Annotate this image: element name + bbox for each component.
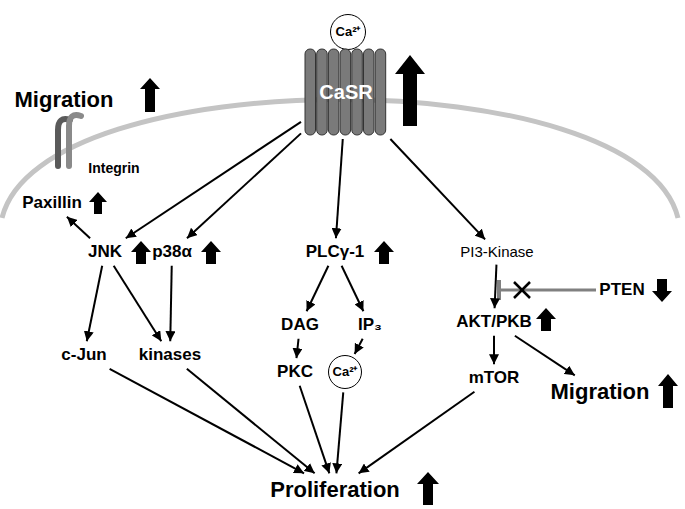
up-arrow <box>201 241 221 264</box>
signal-arrow <box>342 266 364 311</box>
kinase-label: p38α <box>149 241 195 263</box>
signal-arrow <box>170 266 171 341</box>
kinase-label: mTOR <box>466 367 523 389</box>
kinase-label: kinases <box>136 344 204 366</box>
node-text: Paxillin <box>22 193 82 213</box>
integrin-chain <box>69 115 81 166</box>
phosphatase-label: PTEN <box>596 279 647 301</box>
signal-arrow <box>307 266 329 311</box>
kinase-label: AKT/PKB <box>453 311 535 333</box>
protein-label: Paxillin <box>19 192 85 214</box>
messenger-label: IP₃ <box>355 314 385 336</box>
protein-label: Integrin <box>85 159 142 177</box>
node-text: kinases <box>139 345 201 365</box>
outcome-label: Migration <box>548 378 653 405</box>
receptor: CaSR <box>304 48 388 136</box>
node-text: Integrin <box>88 160 139 176</box>
signal-arrow <box>355 339 363 354</box>
up-arrow <box>658 374 678 408</box>
node-text: c-Jun <box>61 345 106 365</box>
signal-arrow <box>515 336 575 376</box>
signal-arrow <box>114 266 162 341</box>
ion-circle: Ca²⁺ <box>328 355 363 390</box>
node-text: Proliferation <box>270 477 400 502</box>
outcome-label: Proliferation <box>267 476 403 503</box>
ion-circle: Ca²⁺ <box>330 14 366 50</box>
node-text: mTOR <box>469 368 520 388</box>
signal-arrow <box>390 139 485 239</box>
signal-arrow <box>187 133 301 238</box>
enzyme-label: PLCγ-1 <box>303 241 368 263</box>
factor-label: c-Jun <box>58 344 109 366</box>
signal-arrow <box>296 339 298 358</box>
outcome-label: Migration <box>12 86 117 113</box>
cross-mark <box>514 282 530 298</box>
up-arrow <box>374 241 394 264</box>
up-arrow <box>89 192 107 214</box>
node-text: JNK <box>88 242 122 262</box>
transmembrane-helix <box>305 49 316 135</box>
signal-arrow <box>87 266 102 341</box>
kinase-label: PI3-Kinase <box>457 242 536 261</box>
signal-arrow <box>495 265 497 309</box>
signal-arrow <box>493 336 495 364</box>
node-text: IP₃ <box>358 315 382 335</box>
signal-arrow <box>126 122 301 238</box>
transmembrane-helix <box>375 49 386 135</box>
signal-arrow <box>67 217 90 238</box>
up-arrow <box>395 55 425 126</box>
kinase-label: PKC <box>274 361 316 383</box>
down-arrow <box>652 279 672 302</box>
node-text: p38α <box>152 242 192 262</box>
node-text: PTEN <box>599 280 644 300</box>
inhibition-symbol <box>499 280 596 300</box>
up-arrow <box>140 78 160 112</box>
up-arrow <box>417 472 439 505</box>
up-arrow <box>131 241 151 264</box>
messenger-label: DAG <box>278 314 322 336</box>
kinase-label: JNK <box>85 241 125 263</box>
node-text: AKT/PKB <box>456 312 532 332</box>
up-arrow <box>536 308 556 331</box>
node-text: PI3-Kinase <box>460 243 533 260</box>
node-text: PLCγ-1 <box>306 242 365 262</box>
node-text: Migration <box>551 379 650 404</box>
inhibition-line <box>499 289 596 292</box>
signal-arrow <box>359 392 475 474</box>
node-text: CaSR <box>319 81 372 104</box>
node-text: Ca²⁺ <box>336 25 361 40</box>
inhibition-bar <box>497 280 501 300</box>
integrin-symbol <box>58 115 81 166</box>
signal-arrow <box>300 386 330 474</box>
cross-mark <box>514 282 530 298</box>
node-text: PKC <box>277 362 313 382</box>
signal-arrow <box>336 392 343 473</box>
node-text: Ca²⁺ <box>333 365 358 380</box>
signal-arrow <box>187 369 315 474</box>
node-text: Migration <box>15 87 114 112</box>
node-text: DAG <box>281 315 319 335</box>
signal-arrow <box>336 139 343 238</box>
